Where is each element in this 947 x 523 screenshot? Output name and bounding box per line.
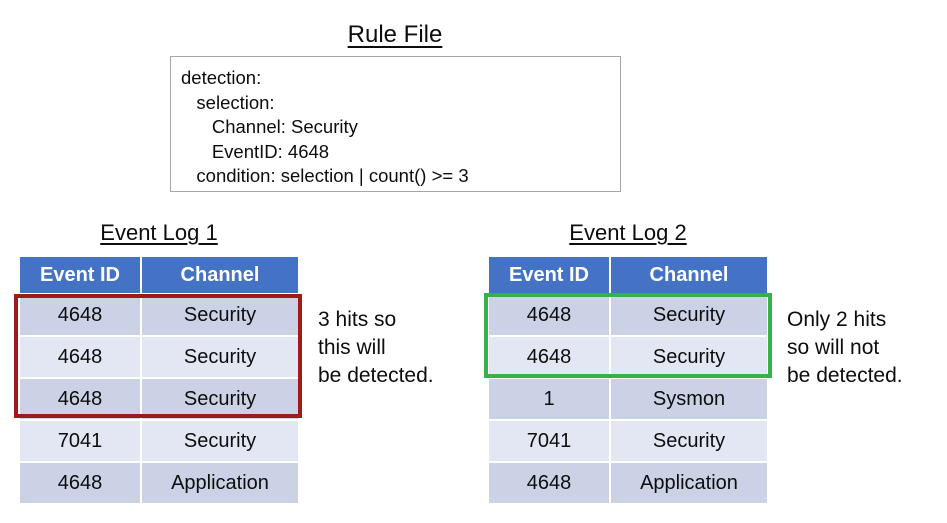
table-row: 4648 Security (20, 295, 298, 337)
table-row: 4648 Security (20, 379, 298, 421)
cell-event-id: 4648 (20, 463, 142, 505)
cell-channel: Security (142, 337, 298, 379)
rule-file-title: Rule File (0, 20, 790, 50)
table-header-row: Event ID Channel (20, 257, 298, 295)
rule-line-eventid: EventID: 4648 (181, 140, 330, 162)
cell-channel: Security (611, 295, 767, 337)
table-row: 4648 Application (489, 463, 767, 505)
table-row: 1 Sysmon (489, 379, 767, 421)
cell-channel: Security (142, 421, 298, 463)
table-row: 4648 Security (489, 337, 767, 379)
rule-file-title-text: Rule File (347, 21, 443, 48)
table-header-row: Event ID Channel (489, 257, 767, 295)
table-row: 4648 Security (489, 295, 767, 337)
event-log-2-table: Event ID Channel 4648 Security 4648 Secu… (489, 257, 767, 505)
cell-event-id: 7041 (20, 421, 142, 463)
event-log-1-title-text: Event Log 1 (100, 220, 218, 245)
annotation-log-1: 3 hits so this will be detected. (318, 308, 434, 387)
cell-event-id: 7041 (489, 421, 611, 463)
event-log-2-title: Event Log 2 (489, 219, 767, 247)
event-log-1-title: Event Log 1 (20, 219, 298, 247)
table-row: 4648 Application (20, 463, 298, 505)
cell-channel: Application (142, 463, 298, 505)
cell-channel: Security (142, 295, 298, 337)
column-header-event-id: Event ID (489, 257, 611, 295)
cell-event-id: 1 (489, 379, 611, 421)
cell-channel: Security (611, 421, 767, 463)
cell-event-id: 4648 (489, 463, 611, 505)
cell-channel: Security (142, 379, 298, 421)
column-header-event-id: Event ID (20, 257, 142, 295)
rule-file-box: detection: selection: Channel: Security … (170, 56, 621, 192)
cell-channel: Sysmon (611, 379, 767, 421)
cell-event-id: 4648 (489, 337, 611, 379)
rule-line-condition: condition: selection | count() >= 3 (181, 165, 469, 186)
rule-line-channel: Channel: Security (181, 116, 358, 137)
table-row: 7041 Security (20, 421, 298, 463)
column-header-channel: Channel (142, 257, 298, 295)
cell-channel: Application (611, 463, 767, 505)
cell-channel: Security (611, 337, 767, 379)
cell-event-id: 4648 (20, 295, 142, 337)
cell-event-id: 4648 (20, 337, 142, 379)
table-row: 4648 Security (20, 337, 298, 379)
rule-line-detection: detection: (181, 67, 262, 88)
column-header-channel: Channel (611, 257, 767, 295)
event-log-2-title-text: Event Log 2 (569, 220, 687, 245)
annotation-log-2: Only 2 hits so will not be detected. (787, 308, 903, 387)
rule-file-content: detection: selection: Channel: Security … (171, 57, 620, 189)
table-row: 7041 Security (489, 421, 767, 463)
event-log-1-table: Event ID Channel 4648 Security 4648 Secu… (20, 257, 298, 505)
cell-event-id: 4648 (20, 379, 142, 421)
rule-line-selection: selection: (181, 91, 275, 113)
cell-event-id: 4648 (489, 295, 611, 337)
